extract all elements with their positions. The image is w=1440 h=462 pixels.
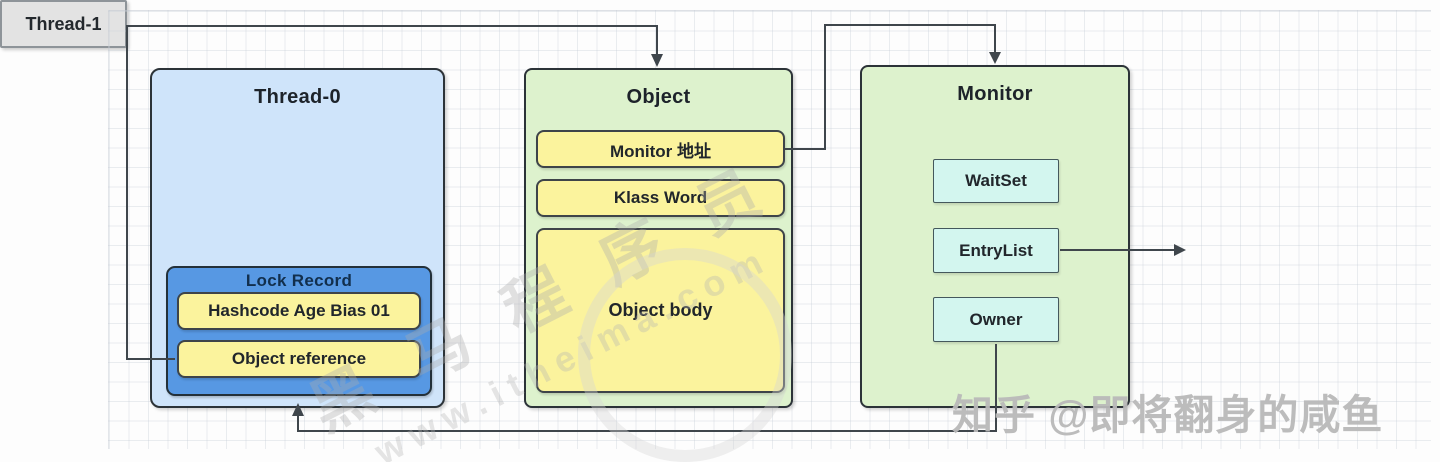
field-object-reference: Object reference (177, 340, 421, 378)
field-entrylist: EntryList (933, 228, 1059, 273)
field-monitor-address: Monitor 地址 (536, 130, 785, 168)
monitor-title: Monitor (957, 83, 1033, 105)
thread-0-title: Thread-0 (254, 86, 341, 108)
field-hashcode-age-bias: Hashcode Age Bias 01 (177, 292, 421, 330)
field-owner: Owner (933, 297, 1059, 342)
field-waitset: WaitSet (933, 159, 1059, 203)
field-klass-word: Klass Word (536, 179, 785, 217)
lock-record-title: Lock Record (245, 271, 353, 290)
field-object-body: Object body (536, 228, 785, 393)
node-thread-1: Thread-1 (0, 0, 127, 48)
object-title: Object (626, 86, 691, 108)
